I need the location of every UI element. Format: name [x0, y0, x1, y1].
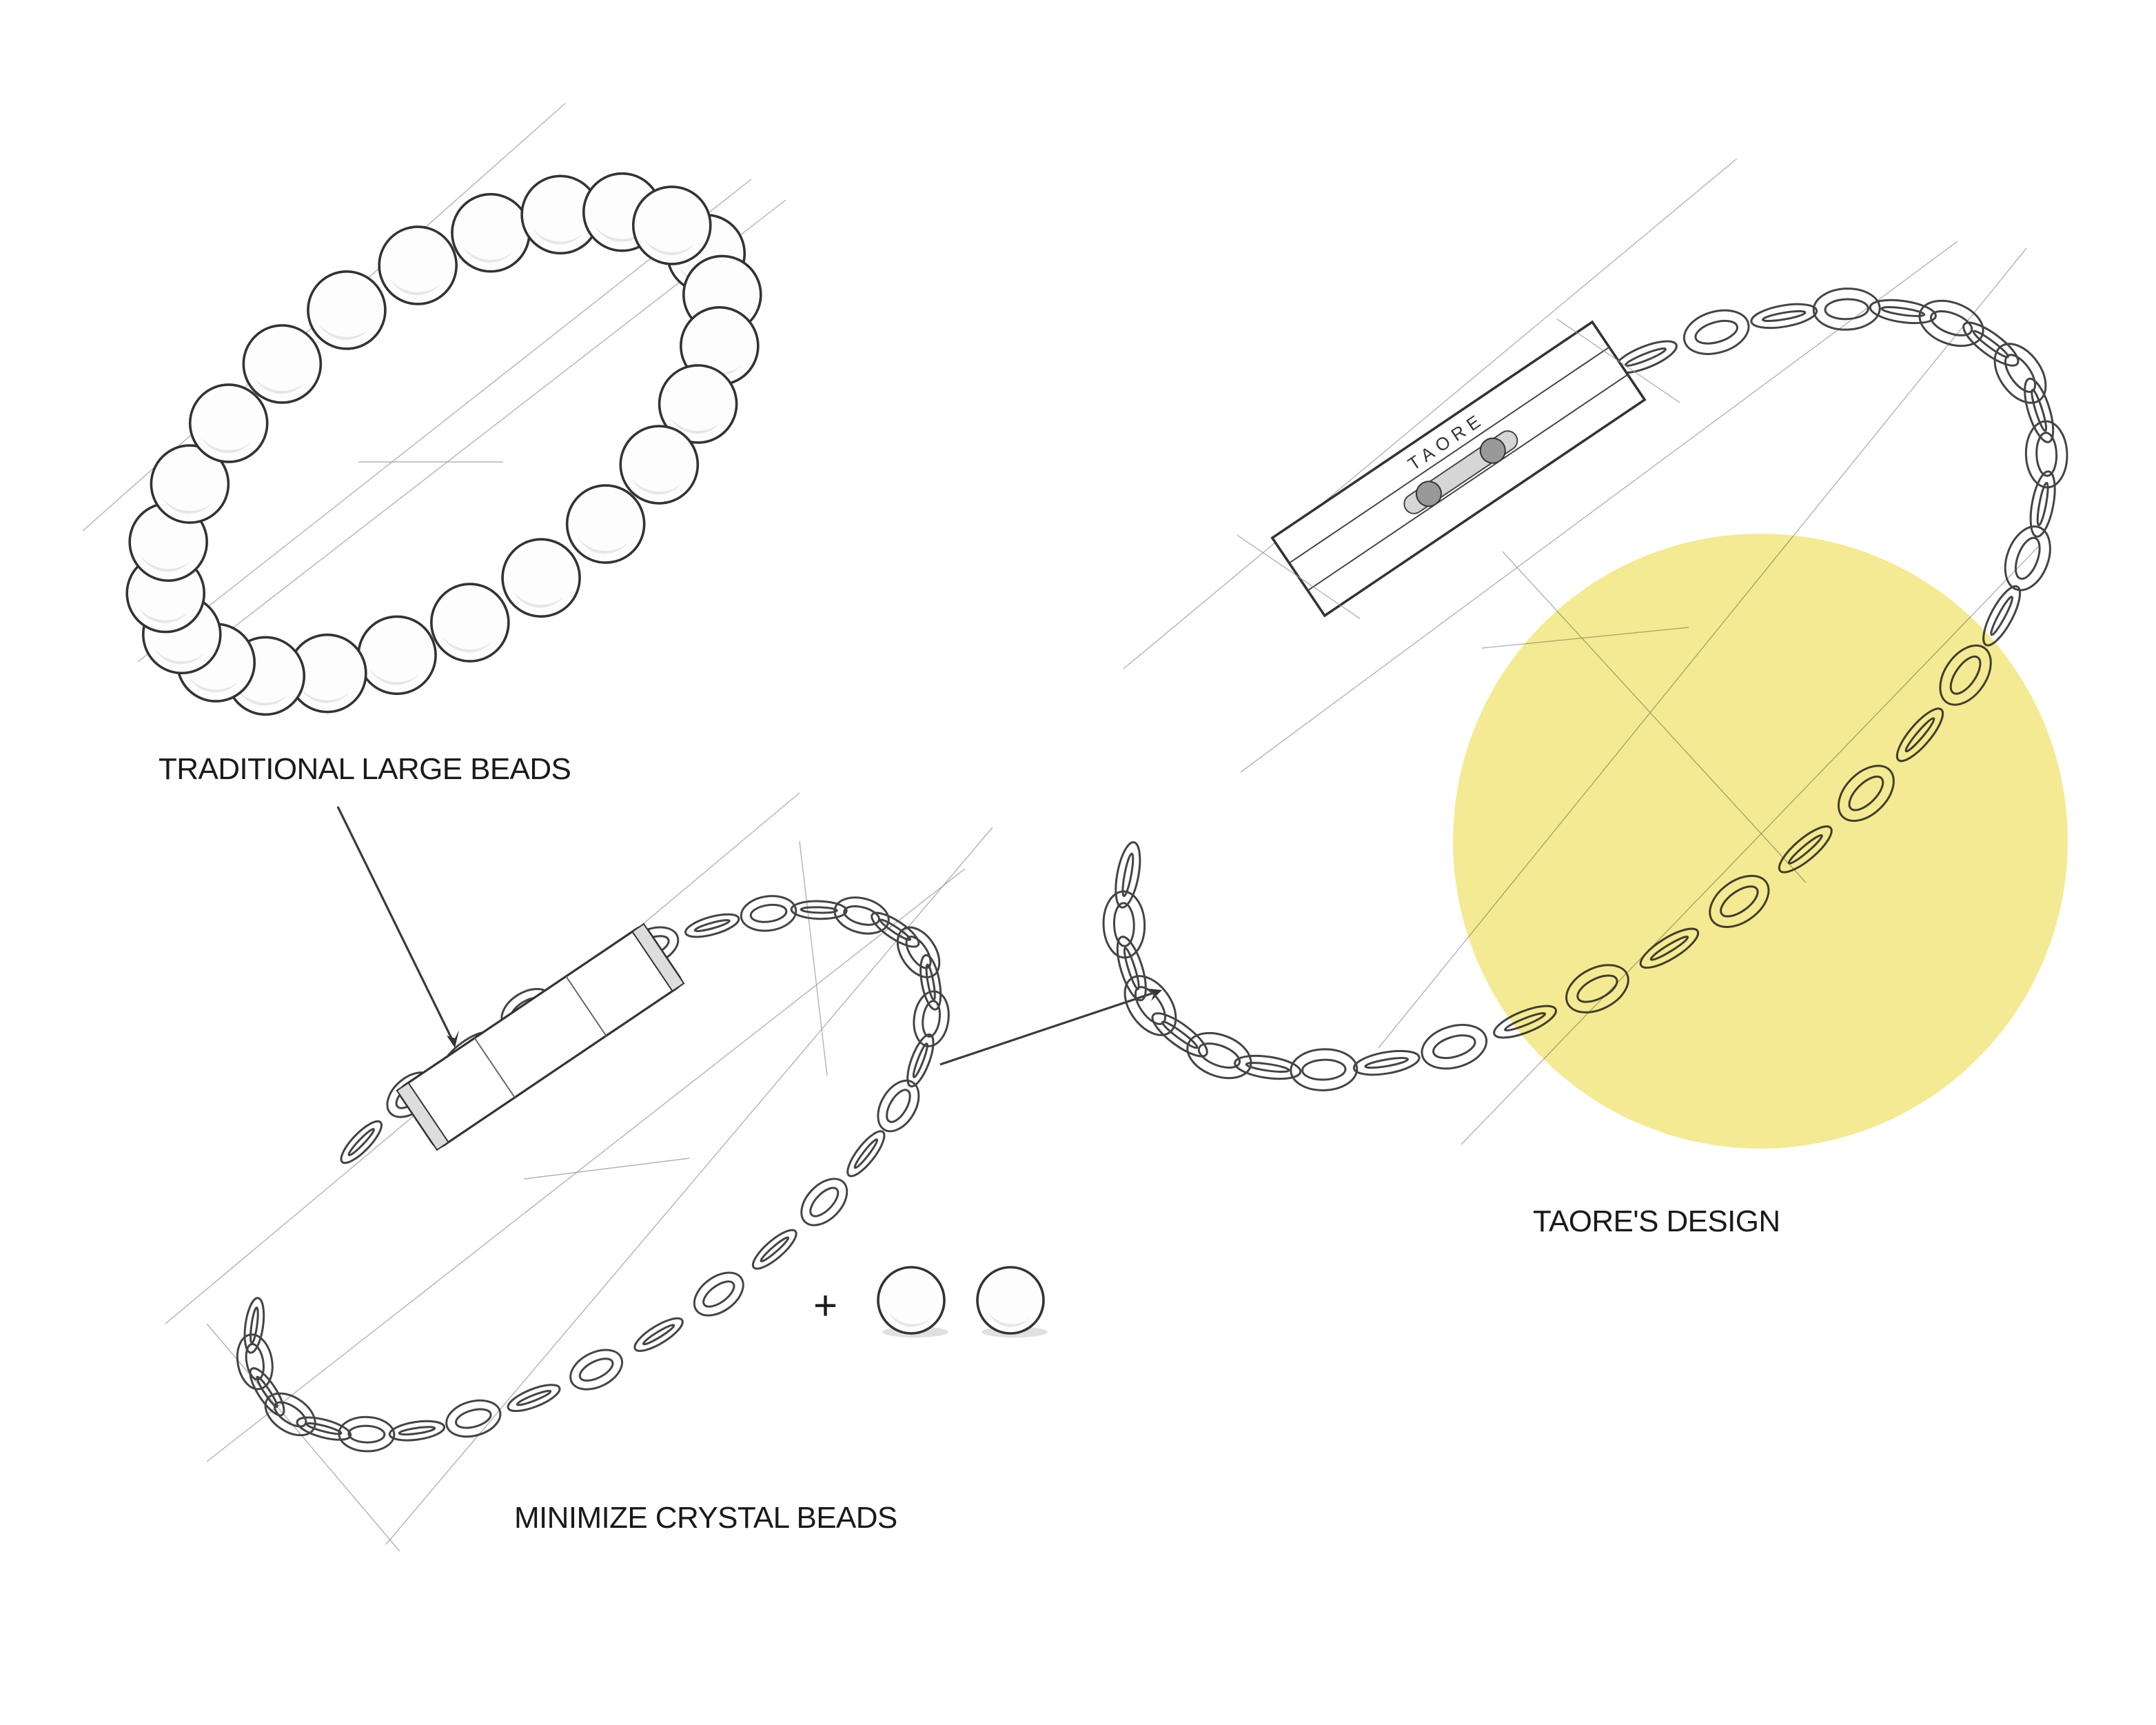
chain-link: [800, 1178, 848, 1227]
chain-link: [790, 900, 848, 920]
guide-line: [1123, 158, 1738, 669]
guide-line: [385, 827, 993, 1545]
chain-link: [1812, 288, 1881, 331]
arrow-traditional-to-minimize: [336, 806, 459, 1048]
crystal-bead: [976, 1266, 1048, 1338]
chain-link: [1123, 975, 1177, 1036]
chain-link: [740, 895, 797, 932]
chain-link: [243, 1297, 265, 1354]
large-bead: [188, 383, 269, 463]
large-bead: [378, 225, 458, 305]
chain-link: [877, 1079, 920, 1133]
guide-line: [206, 1323, 400, 1552]
traditional-bead-bracelet: [125, 172, 762, 716]
label-taores-design: TAORE'S DESIGN: [1533, 1204, 1780, 1238]
chain-link: [340, 1120, 383, 1164]
chain-link: [338, 1415, 396, 1453]
crystal-bead: [877, 1266, 948, 1338]
large-bead: [619, 425, 700, 505]
plus-sign: +: [813, 1282, 837, 1329]
hexagonal-clasp: TAORE: [1237, 319, 1680, 619]
large-bead: [430, 583, 510, 663]
guide-line: [206, 868, 966, 1462]
chain-link: [507, 1384, 561, 1413]
large-bead: [150, 444, 230, 524]
guide-line: [799, 840, 828, 1076]
chain-link: [1116, 936, 1147, 1002]
chain-link: [1962, 321, 2020, 367]
chain-link: [1352, 1049, 1421, 1076]
chain-link: [633, 1317, 684, 1352]
chain-link: [249, 1367, 285, 1417]
large-bead: [307, 270, 387, 350]
large-bead: [520, 174, 600, 255]
large-bead: [357, 615, 437, 696]
chain-link: [2024, 377, 2055, 443]
guide-line: [137, 179, 752, 663]
chain-link: [684, 913, 740, 938]
large-bead: [631, 185, 712, 265]
chain-link: [388, 1420, 446, 1442]
arrow-minimize-to-taore: [939, 989, 1162, 1066]
chain-link: [693, 1271, 744, 1317]
cylinder-clasp: [396, 922, 685, 1151]
chain-link: [1750, 303, 1818, 330]
chain-link: [751, 1229, 797, 1270]
chain-link: [1869, 299, 1937, 325]
chain-link: [1115, 841, 1141, 909]
chain-link: [569, 1349, 624, 1391]
chain-link: [1421, 1024, 1488, 1070]
guide-line: [523, 1158, 690, 1180]
chain-link: [846, 1130, 886, 1178]
chain-link: [1234, 1054, 1302, 1080]
large-bead: [451, 192, 531, 273]
chain-link: [906, 1033, 935, 1088]
chain-link: [264, 1392, 316, 1437]
highlight-circle: [1453, 534, 2068, 1149]
large-bead: [565, 484, 646, 564]
chain-link: [445, 1399, 502, 1438]
chain-link: [1290, 1048, 1359, 1091]
large-bead: [501, 538, 581, 618]
chain-link: [1682, 309, 1750, 355]
chain-link: [2004, 525, 2051, 592]
label-minimize-crystal-beads: MINIMIZE CRYSTAL BEADS: [514, 1501, 897, 1535]
large-bead: [658, 364, 738, 444]
chain-link: [919, 954, 942, 1011]
chain-link: [871, 911, 920, 948]
minimized-chain-bracelet: [236, 895, 950, 1453]
label-traditional-large-beads: TRADITIONAL LARGE BEADS: [159, 752, 571, 786]
chain-link: [1993, 343, 2047, 404]
chain-link: [2029, 470, 2056, 538]
large-bead: [242, 324, 323, 404]
